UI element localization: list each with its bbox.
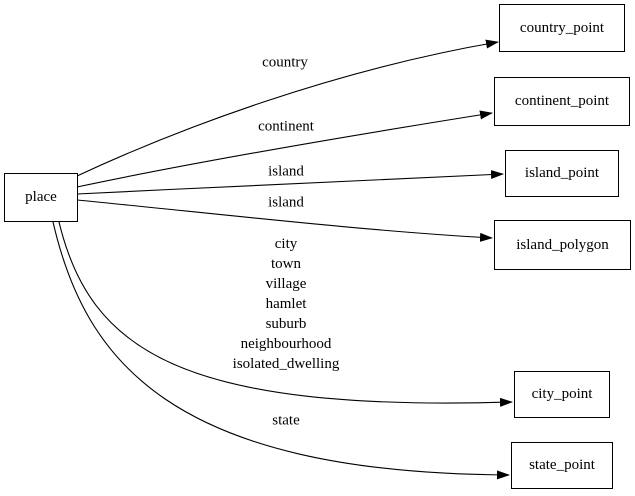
edge-place-island-point <box>76 170 504 195</box>
node-island-polygon: island_polygon <box>494 220 631 270</box>
edge-place-state-point <box>52 221 510 480</box>
node-country-point: country_point <box>499 4 625 52</box>
node-state-point-label: state_point <box>529 457 595 473</box>
edge-label-hamlet: hamlet <box>265 296 307 312</box>
node-continent-point: continent_point <box>494 77 630 126</box>
node-island-point-label: island_point <box>524 165 600 181</box>
edge-place-country-point <box>76 39 499 177</box>
node-place: place <box>4 173 78 222</box>
node-island-polygon-label: island_polygon <box>516 236 609 253</box>
edge-label-island-polygon: island <box>268 194 304 211</box>
node-place-label: place <box>25 189 57 205</box>
edge-label-suburb: suburb <box>265 316 307 332</box>
edge-place-continent-point <box>76 110 493 188</box>
node-city-point: city_point <box>514 371 610 418</box>
node-country-point-label: country_point <box>519 19 605 36</box>
edge-label-neighbourhood: neighbourhood <box>240 336 332 352</box>
node-state-point: state_point <box>511 442 613 489</box>
node-continent-point-label: continent_point <box>514 93 610 109</box>
edge-place-city-point <box>58 221 513 407</box>
edge-label-country: country <box>262 54 308 71</box>
edge-label-isolated-dwelling: isolated_dwelling <box>232 356 340 372</box>
edge-place-island-polygon <box>76 199 493 242</box>
edge-label-city: city <box>274 236 298 252</box>
node-island-point: island_point <box>505 150 619 197</box>
edge-label-continent: continent <box>258 118 314 135</box>
edge-label-village: village <box>265 276 307 292</box>
edge-label-town: town <box>271 256 301 272</box>
edge-label-island-point: island <box>268 163 304 180</box>
edge-label-state: state <box>272 412 300 429</box>
edge-label-city-group: city town village hamlet suburb neighbou… <box>233 234 340 374</box>
node-city-point-label: city_point <box>531 386 593 402</box>
